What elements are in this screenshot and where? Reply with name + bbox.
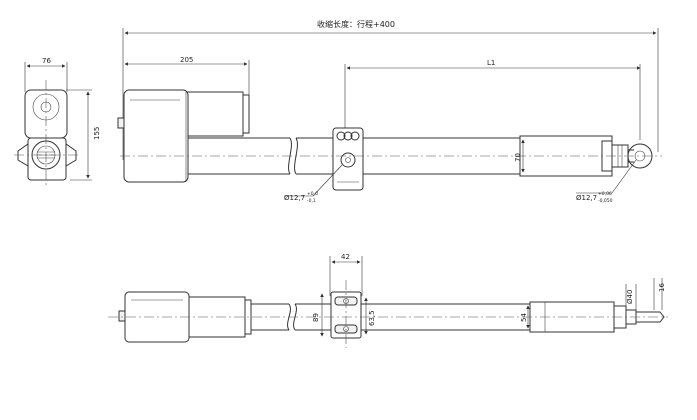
dim-70: 70 xyxy=(514,153,522,162)
dim-rod-diameter: Ø40 xyxy=(626,290,634,304)
dim-42: 42 xyxy=(341,253,350,261)
dim-retracted-length: 收缩长度：行程+400 xyxy=(317,19,395,29)
pin-hole-left-tol-upper: +0,0 xyxy=(307,191,318,197)
dim-89: 89 xyxy=(312,313,320,322)
dim-16: 16 xyxy=(658,283,666,292)
dim-155: 155 xyxy=(93,127,101,140)
dim-205: 205 xyxy=(180,56,193,64)
pin-hole-right-tol-upper: +0,06 xyxy=(598,191,612,197)
pin-hole-left-tol-lower: -0,1 xyxy=(307,198,316,204)
pin-hole-right: Ø12,7 xyxy=(576,194,597,202)
pin-hole-right-tol-lower: -0,050 xyxy=(598,198,613,204)
bottom-view: 42 89 63,5 54 Ø40 xyxy=(108,253,668,348)
dim-L1: L1 xyxy=(487,59,495,67)
end-view: 76 155 xyxy=(14,57,101,188)
pin-hole-left: Ø12,7 xyxy=(284,194,305,202)
dim-63-5: 63,5 xyxy=(368,310,376,326)
dim-76: 76 xyxy=(42,57,51,65)
top-view: 收缩长度：行程+400 205 L1 xyxy=(117,19,662,204)
